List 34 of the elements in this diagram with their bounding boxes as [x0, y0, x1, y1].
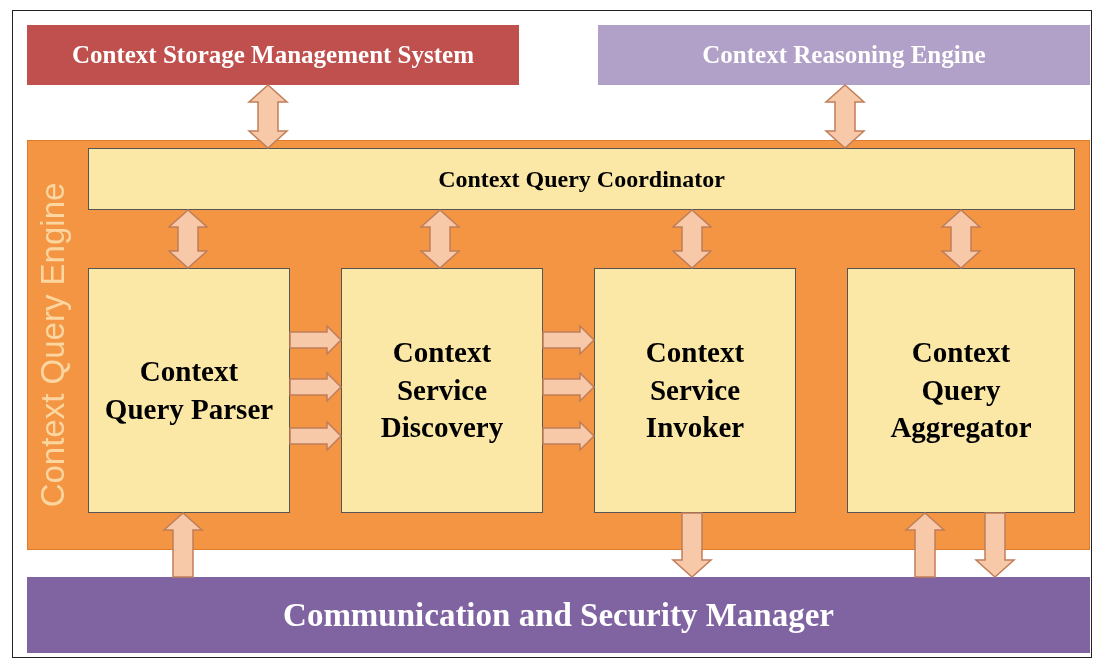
coordinator-box — [88, 148, 1075, 210]
block-arrow — [247, 84, 289, 149]
system-label: Context Storage Management System — [72, 41, 474, 69]
block-arrow — [940, 209, 982, 269]
block-arrow — [904, 512, 946, 578]
block-arrow — [289, 420, 343, 452]
component-box — [594, 268, 796, 513]
component-label: Context Service Invoker — [644, 334, 746, 446]
component-label: Context Query Parser — [104, 353, 274, 427]
system-box — [598, 25, 1090, 85]
block-arrow — [671, 512, 713, 578]
component-label: Context Query Aggregator — [889, 334, 1033, 446]
block-arrow — [419, 209, 461, 269]
manager-label: Communication and Security Manager — [283, 596, 834, 634]
engine-panel — [27, 140, 1090, 550]
block-arrow — [824, 84, 866, 149]
block-arrow — [167, 209, 209, 269]
manager-bar — [27, 577, 1090, 653]
component-box — [88, 268, 290, 513]
system-box — [27, 25, 519, 85]
block-arrow — [542, 371, 596, 403]
system-label: Context Reasoning Engine — [702, 41, 986, 69]
block-arrow — [542, 420, 596, 452]
block-arrow — [289, 324, 343, 356]
component-box — [341, 268, 543, 513]
vertical-panel-label: Context Query Engine — [34, 182, 72, 508]
block-arrow — [162, 512, 204, 578]
component-box — [847, 268, 1075, 513]
coordinator-label: Context Query Coordinator — [438, 165, 725, 193]
block-arrow — [671, 209, 713, 269]
block-arrow — [289, 371, 343, 403]
block-arrow — [542, 324, 596, 356]
block-arrow — [974, 512, 1016, 578]
component-label: Context Service Discovery — [379, 334, 505, 446]
